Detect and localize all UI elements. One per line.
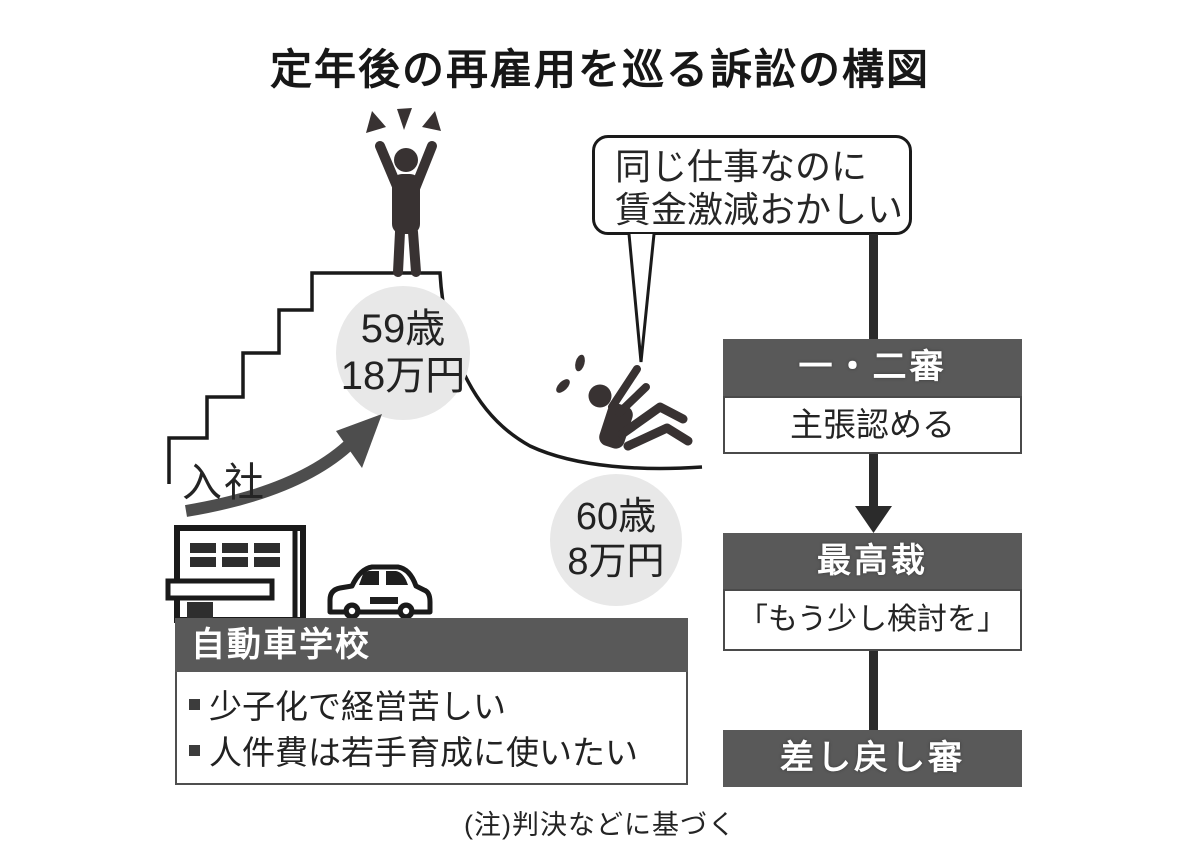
court-box-header: 差し戻し審 xyxy=(723,730,1022,787)
court-box-header: 一・二審 xyxy=(723,339,1022,396)
claim-line-1: 同じ仕事なのに xyxy=(615,146,868,187)
salary-59-badge: 59歳 18万円 xyxy=(336,286,470,420)
salary-60-age: 60歳 xyxy=(575,496,657,538)
building-icon xyxy=(165,525,306,623)
salary-60-badge: 60歳 8万円 xyxy=(550,474,682,606)
claim-speech-bubble: 同じ仕事なのに 賃金激減おかしい xyxy=(592,135,912,235)
court-box-header: 最高裁 xyxy=(723,533,1022,589)
source-note: (注)判決などに基づく xyxy=(464,810,736,840)
court-box-result: 主張認める xyxy=(723,396,1022,454)
driving-school-box: 自動車学校 少子化で経営苦しい 人件費は若手育成に使いたい xyxy=(175,618,688,785)
down-arrow-icon xyxy=(855,454,892,533)
connector-to-remand xyxy=(869,650,878,732)
bullet-square-icon xyxy=(189,698,200,710)
list-item: 人件費は若手育成に使いたい xyxy=(189,727,676,773)
connector-bubble-to-court xyxy=(869,234,878,341)
list-item: 少子化で経営苦しい xyxy=(189,681,676,727)
sweat-drops-icon xyxy=(556,354,585,393)
join-company-label: 入社 xyxy=(182,461,266,505)
court-box-result: 「もう少し検討を」 xyxy=(723,589,1022,651)
falling-person-icon xyxy=(556,354,693,451)
bullet-square-icon xyxy=(189,744,200,756)
school-point-2: 人件費は若手育成に使いたい xyxy=(209,734,638,771)
salary-59-age: 59歳 xyxy=(360,307,446,351)
celebrating-person-icon xyxy=(366,108,441,277)
driving-school-points: 少子化で経営苦しい 人件費は若手育成に使いたい xyxy=(175,672,688,785)
salary-59-amount: 18万円 xyxy=(340,354,466,398)
salary-60-amount: 8万円 xyxy=(567,541,665,583)
page-title: 定年後の再雇用を巡る訴訟の構図 xyxy=(269,46,930,93)
car-icon xyxy=(327,564,433,620)
court-box-supreme-court: 最高裁 「もう少し検討を」 xyxy=(723,533,1022,651)
speech-bubble-tail xyxy=(627,233,656,363)
flow-connectors xyxy=(855,234,892,732)
school-point-1: 少子化で経営苦しい xyxy=(209,688,506,725)
court-box-first-second-trial: 一・二審 主張認める xyxy=(723,339,1022,454)
court-box-remand-trial: 差し戻し審 xyxy=(723,730,1022,787)
driving-school-title: 自動車学校 xyxy=(175,618,688,672)
excitement-marks-icon xyxy=(366,108,441,133)
claim-line-2: 賃金激減おかしい xyxy=(615,189,904,230)
